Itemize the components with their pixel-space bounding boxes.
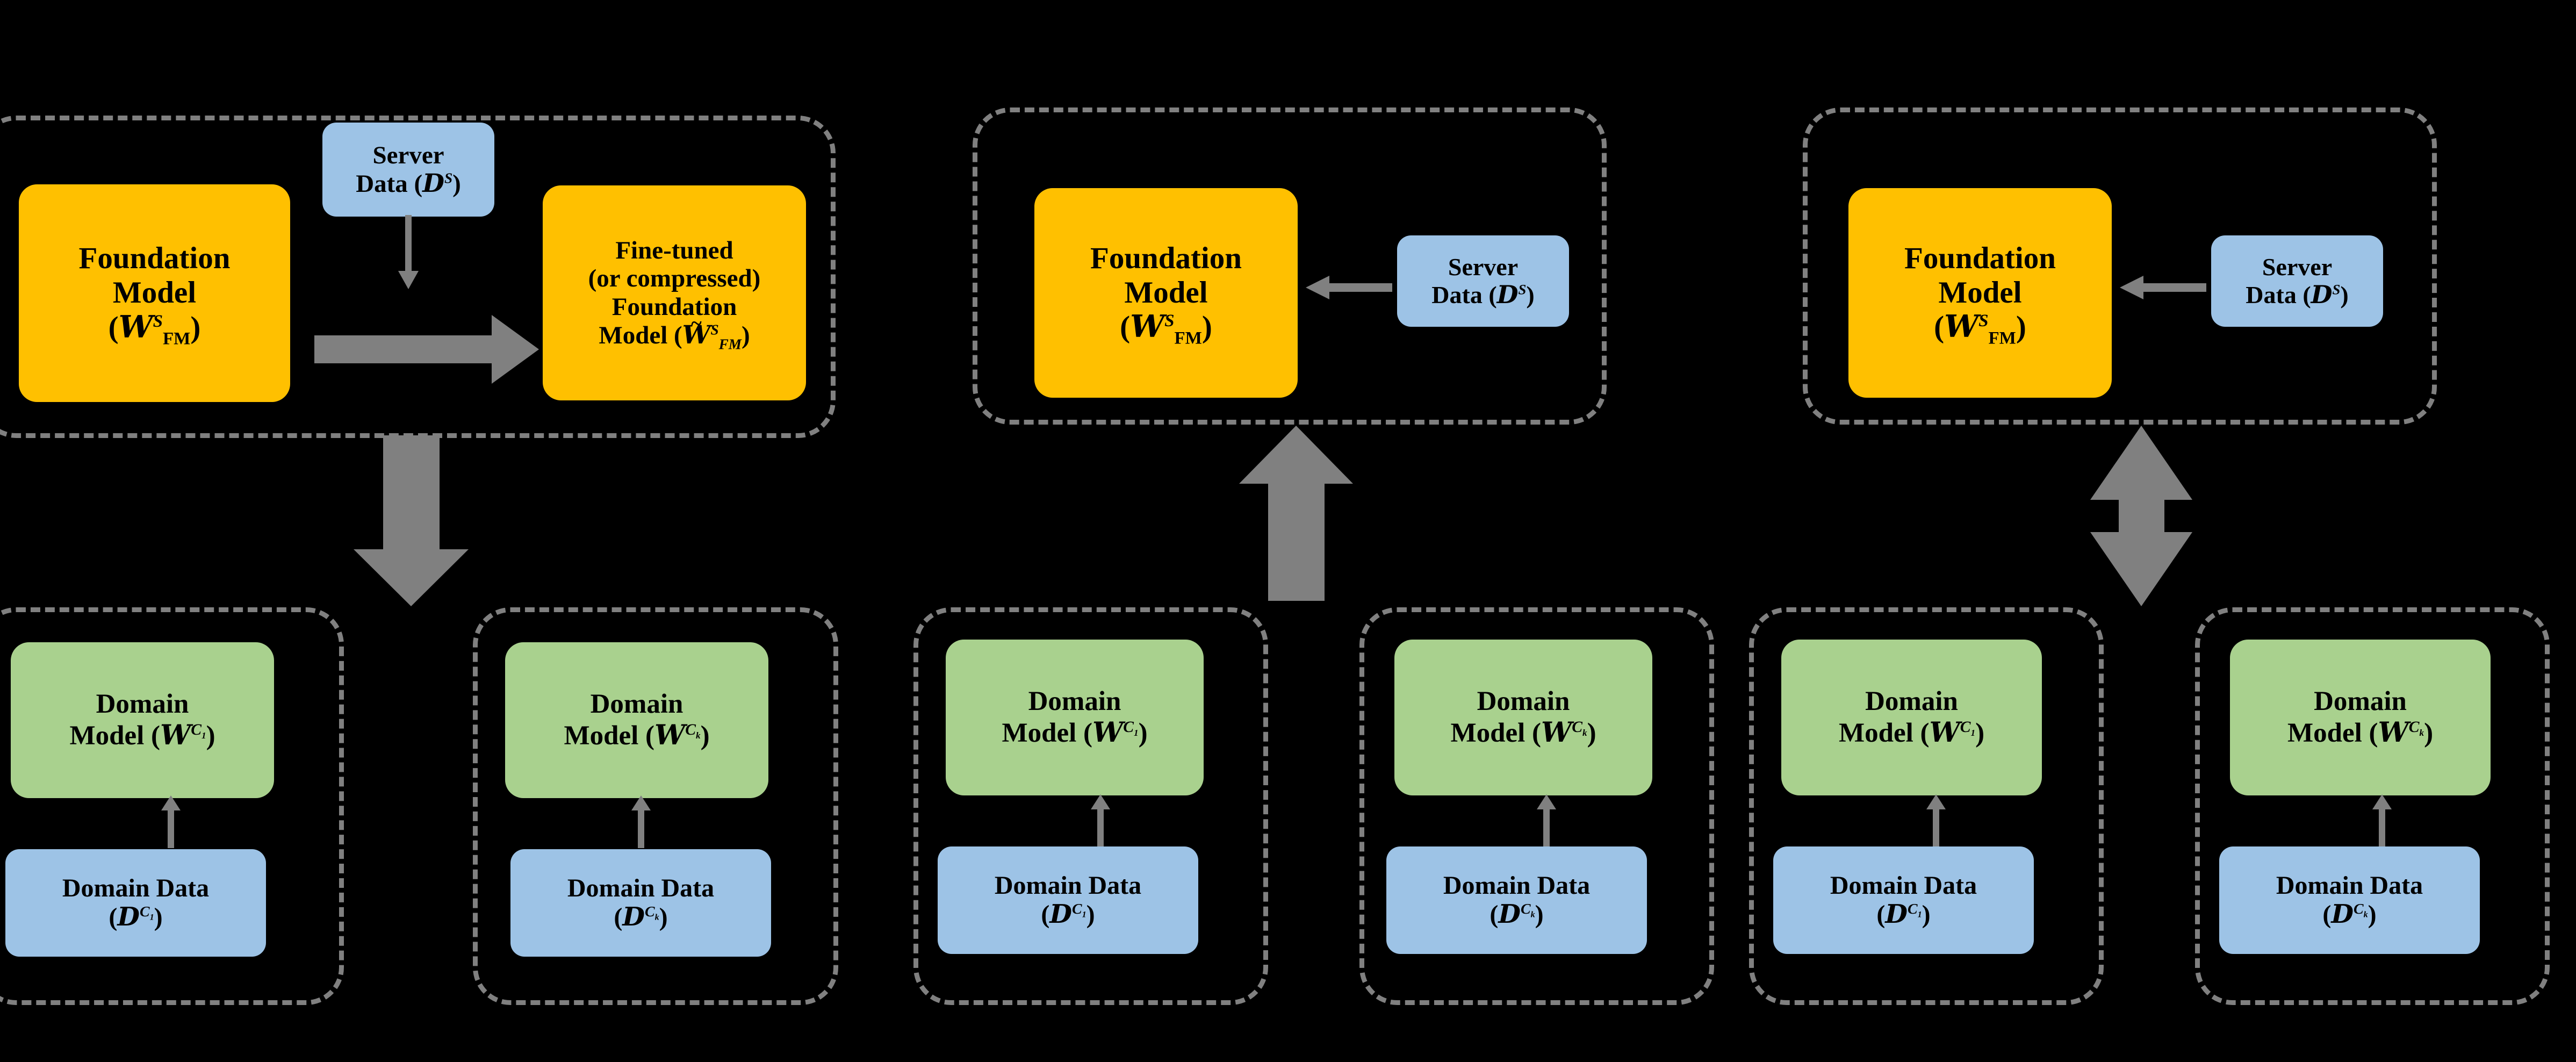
node-line: Server [372,141,444,169]
panel-3-client-k-domain-data-box[interactable]: Domain Data (DCk) [2219,846,2480,954]
node-line: Model (WCk) [1450,716,1596,749]
node-line: Domain [1028,686,1121,717]
node-line: Data (DS) [2246,280,2349,309]
panel-2-client-k-group [1359,607,1714,1005]
node-line: (WSFM) [1120,308,1212,348]
node-line: Model [1938,275,2022,310]
node-line: Domain Data [2276,871,2423,900]
panel-2-server-data-to-foundation-model-arrow [1305,269,1393,306]
panel-1-client-1-domain-data-box[interactable]: Domain Data (DC1) [5,849,266,957]
panel-2-client-1-domain-data-to-domain-model-arrow [1088,794,1113,848]
panel-1-server-to-clients-arrow [349,435,510,607]
node-line: Domain [2314,686,2407,717]
node-line: Model (WC1) [1002,716,1148,749]
node-line: Model (WCk) [564,719,710,751]
node-line: Foundation [78,241,231,276]
panel-1-client-k-domain-data-to-domain-model-arrow [629,795,653,849]
node-line: (or compressed) [588,264,761,293]
panel-3-foundation-model-box[interactable]: Foundation Model (WSFM) [1848,188,2112,398]
node-line: Domain [1477,686,1570,717]
panel-1-server-data-to-fine-tuned-arrow [395,215,422,290]
node-line: (WSFM) [108,308,201,349]
panel-1-client-1-domain-model-box[interactable]: Domain Model (WC1) [11,642,274,798]
node-line: Server [2262,253,2333,281]
node-line: (WSFM) [1934,308,2026,348]
node-line: (DCk) [614,902,668,932]
node-line: Model [112,276,197,310]
node-line: (DC1) [1876,899,1931,929]
panel-2-server-group [973,107,1607,425]
node-line: Model (WC1) [69,719,215,751]
panel-1-foundation-model-box[interactable]: Foundation Model (WSFM) [19,184,290,402]
panel-2-clients-to-server-arrow [1236,425,1397,602]
panel-2-server-data-box[interactable]: Server Data (DS) [1397,235,1569,327]
node-line: (DCk) [2322,899,2377,929]
node-line: Domain Data [62,874,210,903]
panel-3-server-data-box[interactable]: Server Data (DS) [2211,235,2383,327]
node-line: (DC1) [1041,899,1095,929]
panel-1-foundation-to-fine-tuned-arrow [314,312,540,387]
panel-1-client-1-domain-data-to-domain-model-arrow [159,795,183,849]
panel-3-server-group [1803,107,2437,425]
panel-3-client-k-domain-data-to-domain-model-arrow [2370,794,2394,848]
panel-2-client-1-group [913,607,1268,1005]
node-line: Domain Data [994,871,1142,900]
panel-3-server-data-to-foundation-model-arrow [2119,269,2207,306]
panel-1-client-k-group [473,607,838,1005]
panel-2-client-1-domain-model-box[interactable]: Domain Model (WC1) [946,640,1204,795]
panel-1-client-k-domain-model-box[interactable]: Domain Model (WCk) [505,642,768,798]
node-line: Domain [590,689,683,720]
node-line: Model (WCk) [2287,716,2434,749]
node-line: Model (WC1) [1838,716,1985,749]
node-line: Domain Data [1443,871,1591,900]
node-line: Data (DS) [356,168,461,198]
panel-2-client-k-domain-data-to-domain-model-arrow [1534,794,1559,848]
node-line: Foundation [1090,241,1242,275]
node-line: Foundation [611,293,737,321]
node-line: Domain Data [567,874,715,903]
panel-3-client-k-group [2195,607,2550,1005]
panel-1-client-1-group [0,607,344,1005]
node-line: Domain Data [1830,871,1977,900]
node-line: Model [1124,275,1208,310]
node-line: (DCk) [1490,899,1544,929]
panel-1-fine-tuned-foundation-model-box[interactable]: Fine-tuned (or compressed) Foundation Mo… [543,185,806,400]
panel-3-client-1-domain-model-box[interactable]: Domain Model (WC1) [1781,640,2042,795]
node-line: (DC1) [109,902,163,932]
panel-1-client-k-domain-data-box[interactable]: Domain Data (DCk) [510,849,771,957]
node-line: Domain [1865,686,1958,717]
panel-2-client-1-domain-data-box[interactable]: Domain Data (DC1) [938,846,1198,954]
panel-3-client-1-domain-data-box[interactable]: Domain Data (DC1) [1773,846,2034,954]
node-line: Data (DS) [1431,280,1535,309]
panel-2-foundation-model-box[interactable]: Foundation Model (WSFM) [1034,188,1298,398]
panel-3-server-clients-bidirectional-arrow [2069,425,2230,607]
panel-3-client-1-domain-data-to-domain-model-arrow [1924,794,1948,848]
panel-1-server-data-box[interactable]: Server Data (DS) [322,123,494,217]
node-line: Fine-tuned [615,236,733,264]
panel-3-client-k-domain-model-box[interactable]: Domain Model (WCk) [2230,640,2491,795]
node-line: Domain [96,689,189,720]
panel-2-client-k-domain-data-box[interactable]: Domain Data (DCk) [1386,846,1647,954]
node-line: Server [1448,253,1519,281]
node-line: Foundation [1904,241,2056,275]
node-line: Model (~WSFM) [599,312,750,353]
panel-2-client-k-domain-model-box[interactable]: Domain Model (WCk) [1394,640,1652,795]
panel-3-client-1-group [1749,607,2104,1005]
